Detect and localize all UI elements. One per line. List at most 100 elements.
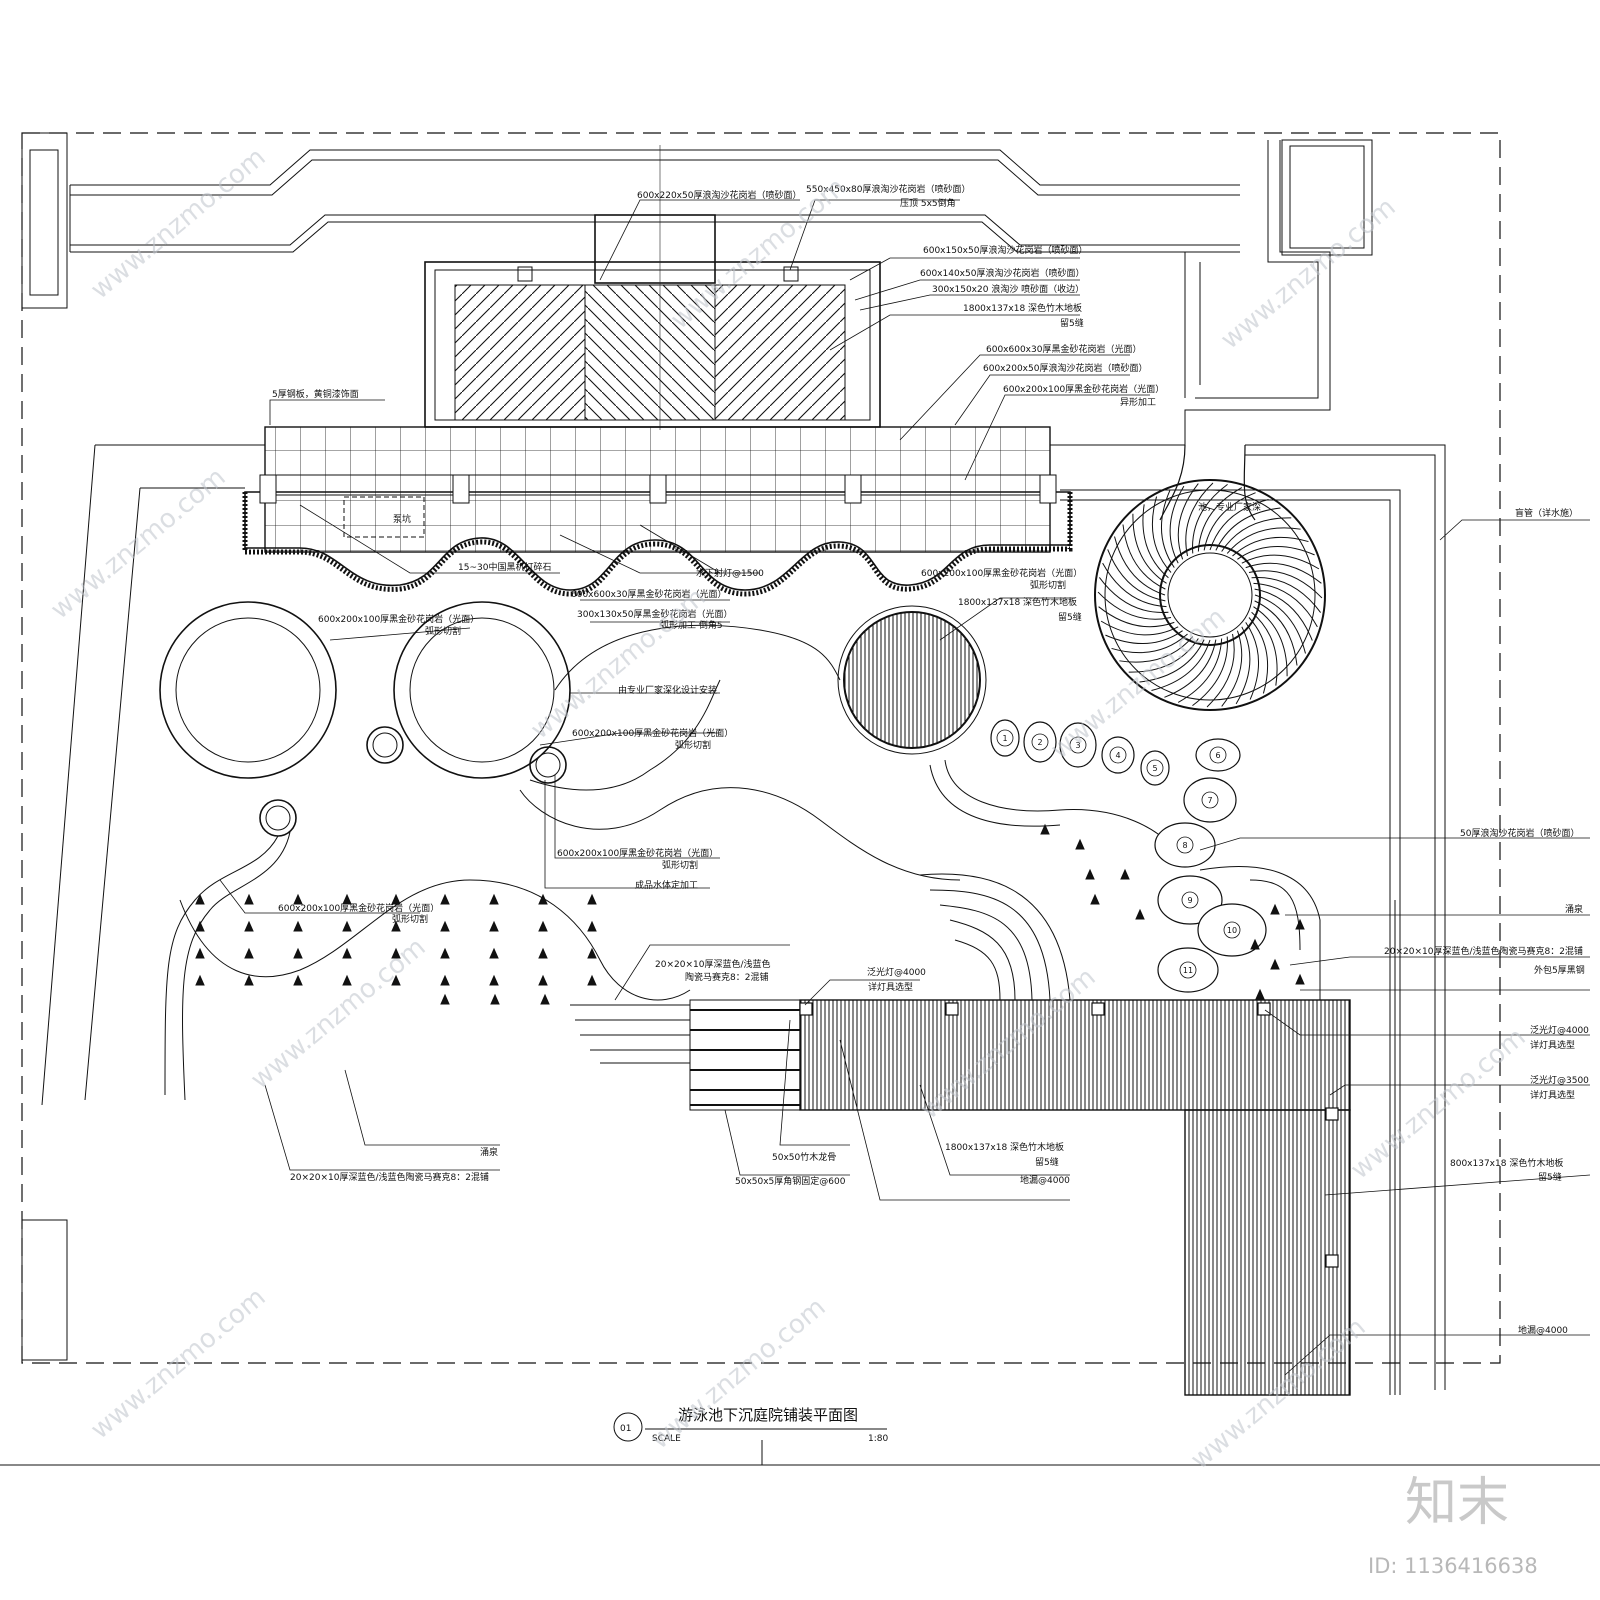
fountain-jet-icon [244, 974, 254, 986]
fountain-jet-icon [440, 974, 450, 986]
stone-number-ring [1179, 961, 1197, 979]
label-blind-pipe: 盲管（详水施） [1515, 507, 1578, 519]
watermark-site: www.znzmo.com [85, 1282, 271, 1445]
watermark-site: www.znzmo.com [1045, 602, 1231, 765]
stone-number: 8 [1182, 841, 1187, 850]
label-deck-right-gap: 留5缝 [1538, 1171, 1562, 1183]
fountain-jet-icon [342, 893, 352, 905]
label-joist: 50x50竹木龙骨 [772, 1151, 836, 1163]
fountain-jet-icon [1270, 903, 1280, 915]
stone-number: 1 [1002, 734, 1007, 743]
upper-deck [424, 145, 881, 430]
label-floodlight-c: 泛光灯@3500 [1530, 1074, 1589, 1086]
label-water-body: 成品水体定加工 [635, 879, 698, 891]
label-underwater-light: 水下射灯@1500 [696, 567, 764, 579]
fountain-jet-icon [195, 947, 205, 959]
fountain-jet-icon [293, 893, 303, 905]
stone-number-ring [1201, 791, 1219, 809]
fountain-jet-icon [1090, 893, 1100, 905]
fountain-jet-icon [587, 893, 597, 905]
fountain-jet-icon [587, 974, 597, 986]
fountain-jet-icon [195, 893, 205, 905]
watermark-site: www.znzmo.com [645, 1292, 831, 1455]
stone-number: 10 [1227, 926, 1237, 935]
watermark-site: www.znzmo.com [85, 142, 271, 305]
stone-number-ring [1069, 736, 1087, 754]
fountain-jet-icon [342, 920, 352, 932]
label-floodlight-a-spec: 详灯具选型 [868, 981, 913, 993]
label-angle-steel: 50x50x5厚角钢固定@600 [735, 1175, 846, 1187]
label-pool-specialist: 池，专业厂家深 [1198, 501, 1261, 513]
title-block: 01 游泳池下沉庭院铺装平面图 SCALE 1:80 [0, 1406, 1600, 1466]
label-path-granite: 600x200x100厚黑金砂花岗岩（光面） [278, 902, 439, 914]
fountain-jet-icon [1255, 988, 1265, 1000]
label-drain-main: 地漏@4000 [1020, 1174, 1070, 1186]
label-ring-arc-left: 弧形切割 [425, 625, 461, 637]
fountain-jet-icon [489, 920, 499, 932]
label-mosaic-left: 20×20×10厚深蓝色/浅蓝色陶瓷马赛克8：2混铺 [290, 1171, 489, 1183]
label-edging-300: 300x150x20 浪淘沙 喷砂面（收边） [932, 283, 1084, 295]
label-round-granite: 600x200x100厚黑金砂花岗岩（光面） [921, 567, 1082, 579]
label-drain-right: 地漏@4000 [1518, 1324, 1568, 1336]
label-steel-plate: 5厚钢板，黄铜漆饰面 [272, 388, 359, 400]
fountain-jet-icon [1135, 908, 1145, 920]
label-floodlight-a: 泛光灯@4000 [867, 966, 926, 978]
fountain-jet-icon [440, 920, 450, 932]
fountain-jet-icon [342, 974, 352, 986]
timber-deck [570, 999, 1351, 1396]
fountain-jet-icon [1085, 868, 1095, 880]
label-arc-chamfer: 弧形加工 倒角5 [660, 619, 723, 631]
site-boundary [21, 132, 1501, 1364]
label-ring-arc-low: 弧形切割 [662, 859, 698, 871]
label-stepping-stone: 50厚浪淘沙花岗岩（喷砂面） [1460, 827, 1579, 839]
watermark-brand: 知末 [1405, 1473, 1509, 1533]
label-ring-granite-low: 600x200x100厚黑金砂花岗岩（光面） [557, 847, 718, 859]
fountain-jet-icon [244, 893, 254, 905]
fountain-jet-icon [538, 893, 548, 905]
label-black-granite-600: 600x600x30厚黑金砂花岗岩（光面） [986, 343, 1141, 355]
fountain-jet-icon [1250, 938, 1260, 950]
fountain-jet-icon [244, 920, 254, 932]
fountain-jet-icon [440, 893, 450, 905]
stone-number-ring [1109, 746, 1127, 764]
label-black-granite-600b: 600x600x30厚黑金砂花岗岩（光面） [571, 588, 726, 600]
fountain-jets [195, 823, 1305, 1005]
label-path-arc: 弧形切割 [392, 913, 428, 925]
leader-lines [219, 199, 1591, 1376]
fountain-jet-icon [490, 993, 500, 1005]
fountain-jet-icon [293, 947, 303, 959]
fountain-jet-icon [342, 947, 352, 959]
stone-number-ring [1176, 836, 1194, 854]
fountain-jet-icon [1270, 958, 1280, 970]
fountain-jet-icon [489, 947, 499, 959]
annotation-labels: 600x220x50厚浪淘沙花岗岩（喷砂面） 550x450x80厚浪淘沙花岗岩… [272, 183, 1589, 1336]
label-gravel: 15~30中国黑机打碎石 [458, 561, 551, 573]
stone-number: 4 [1115, 751, 1120, 760]
label-mosaic-mid-ratio: 陶瓷马赛克8：2混铺 [685, 971, 768, 983]
label-floodlight-b-spec: 详灯具选型 [1530, 1039, 1575, 1051]
label-coping-550: 550x450x80厚浪淘沙花岗岩（喷砂面） [806, 183, 970, 195]
label-pump-pit: 泵坑 [393, 513, 411, 525]
label-granite-300x130: 300x130x50厚黑金砂花岗岩（光面） [577, 608, 732, 620]
label-manufacturer: 由专业厂家深化设计安装 [618, 684, 717, 696]
fountain-jet-icon [293, 920, 303, 932]
fountain-jet-icon [195, 974, 205, 986]
stone-number-ring [1209, 746, 1227, 764]
label-round-deck-gap: 留5缝 [1058, 611, 1082, 623]
label-ring-granite-mid: 600x200x100厚黑金砂花岗岩（光面） [572, 727, 733, 739]
watermark-site: www.znzmo.com [525, 582, 711, 745]
label-deck-main: 1800x137x18 深色竹木地板 [945, 1141, 1064, 1153]
label-ring-granite-left: 600x200x100厚黑金砂花岗岩（光面） [318, 613, 479, 625]
label-granite-200x50: 600x200x50厚浪淘沙花岗岩（喷砂面） [983, 362, 1147, 374]
fountain-jet-icon [440, 947, 450, 959]
label-floodlight-c-spec: 详灯具选型 [1530, 1089, 1575, 1101]
fountain-jet-icon [538, 947, 548, 959]
label-special-shape: 异形加工 [1120, 396, 1156, 408]
fountain-jet-icon [293, 974, 303, 986]
flowing-path [164, 624, 1321, 1101]
top-corridor [21, 132, 1240, 1361]
fountain-jet-icon [538, 974, 548, 986]
label-bamboo-floor-top: 1800x137x18 深色竹木地板 [963, 302, 1082, 314]
granite-grid-band [242, 426, 1073, 597]
label-spring-right: 涌泉 [1565, 903, 1583, 915]
